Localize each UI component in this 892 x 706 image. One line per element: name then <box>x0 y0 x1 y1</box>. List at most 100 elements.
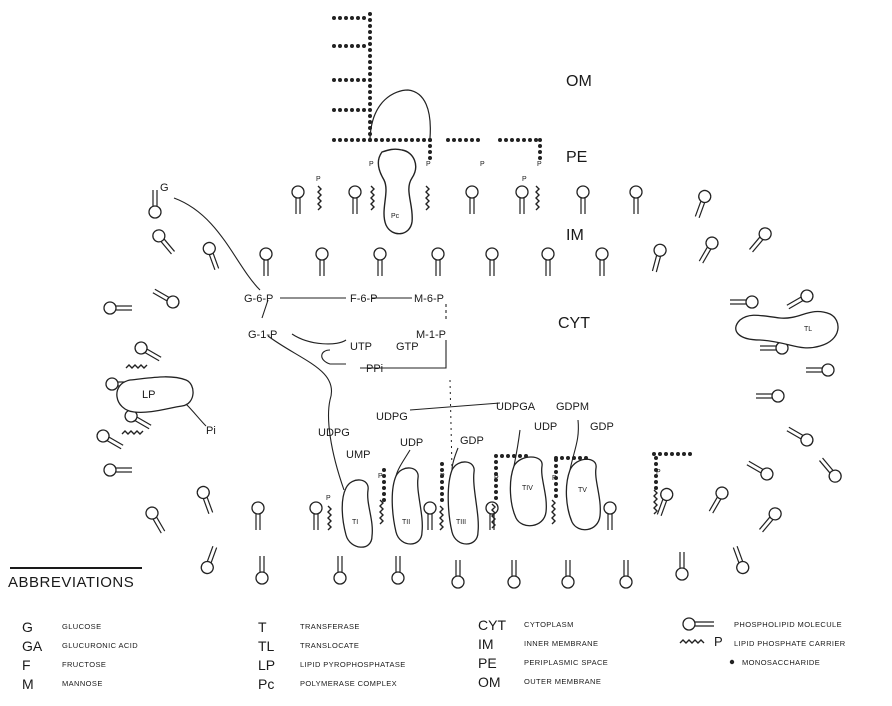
abbr-code: CYT <box>478 617 506 633</box>
monosaccharide-dot <box>368 108 372 112</box>
abbr-desc: MANNOSE <box>62 679 103 688</box>
transferase-label-tii: TII <box>402 519 410 526</box>
monosaccharide-dot <box>494 496 498 500</box>
region-label-pe: PE <box>566 149 587 166</box>
metabolite-gdp-1: GDP <box>460 435 484 447</box>
monosaccharide-dot <box>440 486 444 490</box>
monosaccharide-dot <box>350 138 354 142</box>
monosaccharide-dot-icon <box>728 658 736 666</box>
monosaccharide-dot <box>440 498 444 502</box>
polymer-export-arc <box>370 90 430 138</box>
monosaccharide-dot <box>368 138 372 142</box>
transferase-label-tiii: TIII <box>456 519 466 526</box>
monosaccharide-dot <box>368 114 372 118</box>
monosaccharide-dot <box>386 138 390 142</box>
monosaccharide-dot <box>368 18 372 22</box>
metabolite-udp-2: UDP <box>534 421 557 433</box>
monosaccharide-dot <box>398 138 402 142</box>
abbr-item: T TRANSFERASE <box>258 618 267 636</box>
monosaccharide-dot <box>338 44 342 48</box>
abbr-code: F <box>22 657 31 673</box>
monosaccharide-dot <box>494 466 498 470</box>
p-label: P <box>426 161 431 168</box>
metabolite-udpga: UDPGA <box>496 401 536 413</box>
monosaccharide-dot <box>504 138 508 142</box>
monosaccharide-dot <box>506 454 510 458</box>
monosaccharide-dot <box>350 78 354 82</box>
monosaccharide-dot <box>422 138 426 142</box>
region-label-om: OM <box>566 73 592 90</box>
monosaccharide-dot <box>356 138 360 142</box>
polymerase-complex-pc <box>378 149 415 234</box>
monosaccharide-dot <box>368 30 372 34</box>
monosaccharide-dot <box>356 78 360 82</box>
monosaccharide-dot <box>428 144 432 148</box>
abbr-code: M <box>22 676 34 692</box>
monosaccharide-dot <box>368 96 372 100</box>
monosaccharide-dot <box>494 484 498 488</box>
abbr-desc: PERIPLASMIC SPACE <box>524 658 608 667</box>
abbr-desc: LIPID PYROPHOSPHATASE <box>300 660 406 669</box>
monosaccharide-dot <box>578 456 582 460</box>
metabolite-m1p: M-1-P <box>416 329 446 341</box>
monosaccharide-dot <box>368 84 372 88</box>
monosaccharide-dot <box>528 138 532 142</box>
monosaccharide-dot <box>380 138 384 142</box>
lipid-carriers-upper: P P P P P P <box>316 161 542 210</box>
monosaccharide-dot <box>368 36 372 40</box>
monosaccharide-dot <box>440 468 444 472</box>
monosaccharide-dot <box>572 456 576 460</box>
pc-label: Pc <box>391 213 400 220</box>
abbr-code: P <box>714 634 723 649</box>
monosaccharide-dot <box>350 16 354 20</box>
abbr-code: GA <box>22 638 42 654</box>
metabolite-udpg-mid: UDPG <box>376 411 408 423</box>
abbr-desc: TRANSLOCATE <box>300 641 359 650</box>
monosaccharide-dot <box>368 72 372 76</box>
monosaccharide-dot <box>584 456 588 460</box>
metabolite-g1p: G-1-P <box>248 329 277 341</box>
monosaccharide-dot <box>368 102 372 106</box>
abbr-code: LP <box>258 657 275 673</box>
monosaccharide-dot <box>428 156 432 160</box>
monosaccharide-dot <box>494 460 498 464</box>
monosaccharide-dot <box>332 16 336 20</box>
monosaccharide-dot <box>452 138 456 142</box>
lipid-carriers-lower: P P P P P P <box>326 469 661 530</box>
abbr-code: PE <box>478 655 497 671</box>
abbr-desc: INNER MEMBRANE <box>524 639 598 648</box>
abbr-desc: POLYMERASE COMPLEX <box>300 679 397 688</box>
transferase-label-tiv: TIV <box>522 485 533 492</box>
abbr-item: TL TRANSLOCATE <box>258 637 274 655</box>
monosaccharide-dot <box>498 138 502 142</box>
metabolite-ump: UMP <box>346 449 370 461</box>
monosaccharide-dot <box>362 44 366 48</box>
monosaccharide-dot <box>344 44 348 48</box>
abbr-item: PE PERIPLASMIC SPACE <box>478 654 497 672</box>
transferase-label-tv: TV <box>578 487 587 494</box>
metabolite-m6p: M-6-P <box>414 293 444 305</box>
monosaccharide-dot <box>654 480 658 484</box>
monosaccharide-dot <box>344 78 348 82</box>
monosaccharide-dot <box>368 12 372 16</box>
monosaccharide-dot <box>392 138 396 142</box>
monosaccharide-dot <box>534 138 538 142</box>
monosaccharide-dot <box>554 470 558 474</box>
monosaccharide-dot <box>344 108 348 112</box>
tl-label: TL <box>804 326 812 333</box>
metabolite-gdpm: GDPM <box>556 401 589 413</box>
monosaccharide-dot <box>428 138 432 142</box>
monosaccharide-dot <box>362 138 366 142</box>
monosaccharide-dot <box>560 456 564 460</box>
monosaccharide-dot <box>654 486 658 490</box>
abbr-desc: FRUCTOSE <box>62 660 106 669</box>
monosaccharide-dot <box>382 468 386 472</box>
metabolite-gtp: GTP <box>396 341 419 353</box>
p-label: P <box>522 176 527 183</box>
abbr-desc: GLUCOSE <box>62 622 101 631</box>
abbr-code: TL <box>258 638 274 654</box>
metabolite-g: G <box>160 182 169 194</box>
abbr-item: CYT CYTOPLASM <box>478 616 506 634</box>
monosaccharide-dot <box>382 498 386 502</box>
abbr-desc: TRANSFERASE <box>300 622 360 631</box>
